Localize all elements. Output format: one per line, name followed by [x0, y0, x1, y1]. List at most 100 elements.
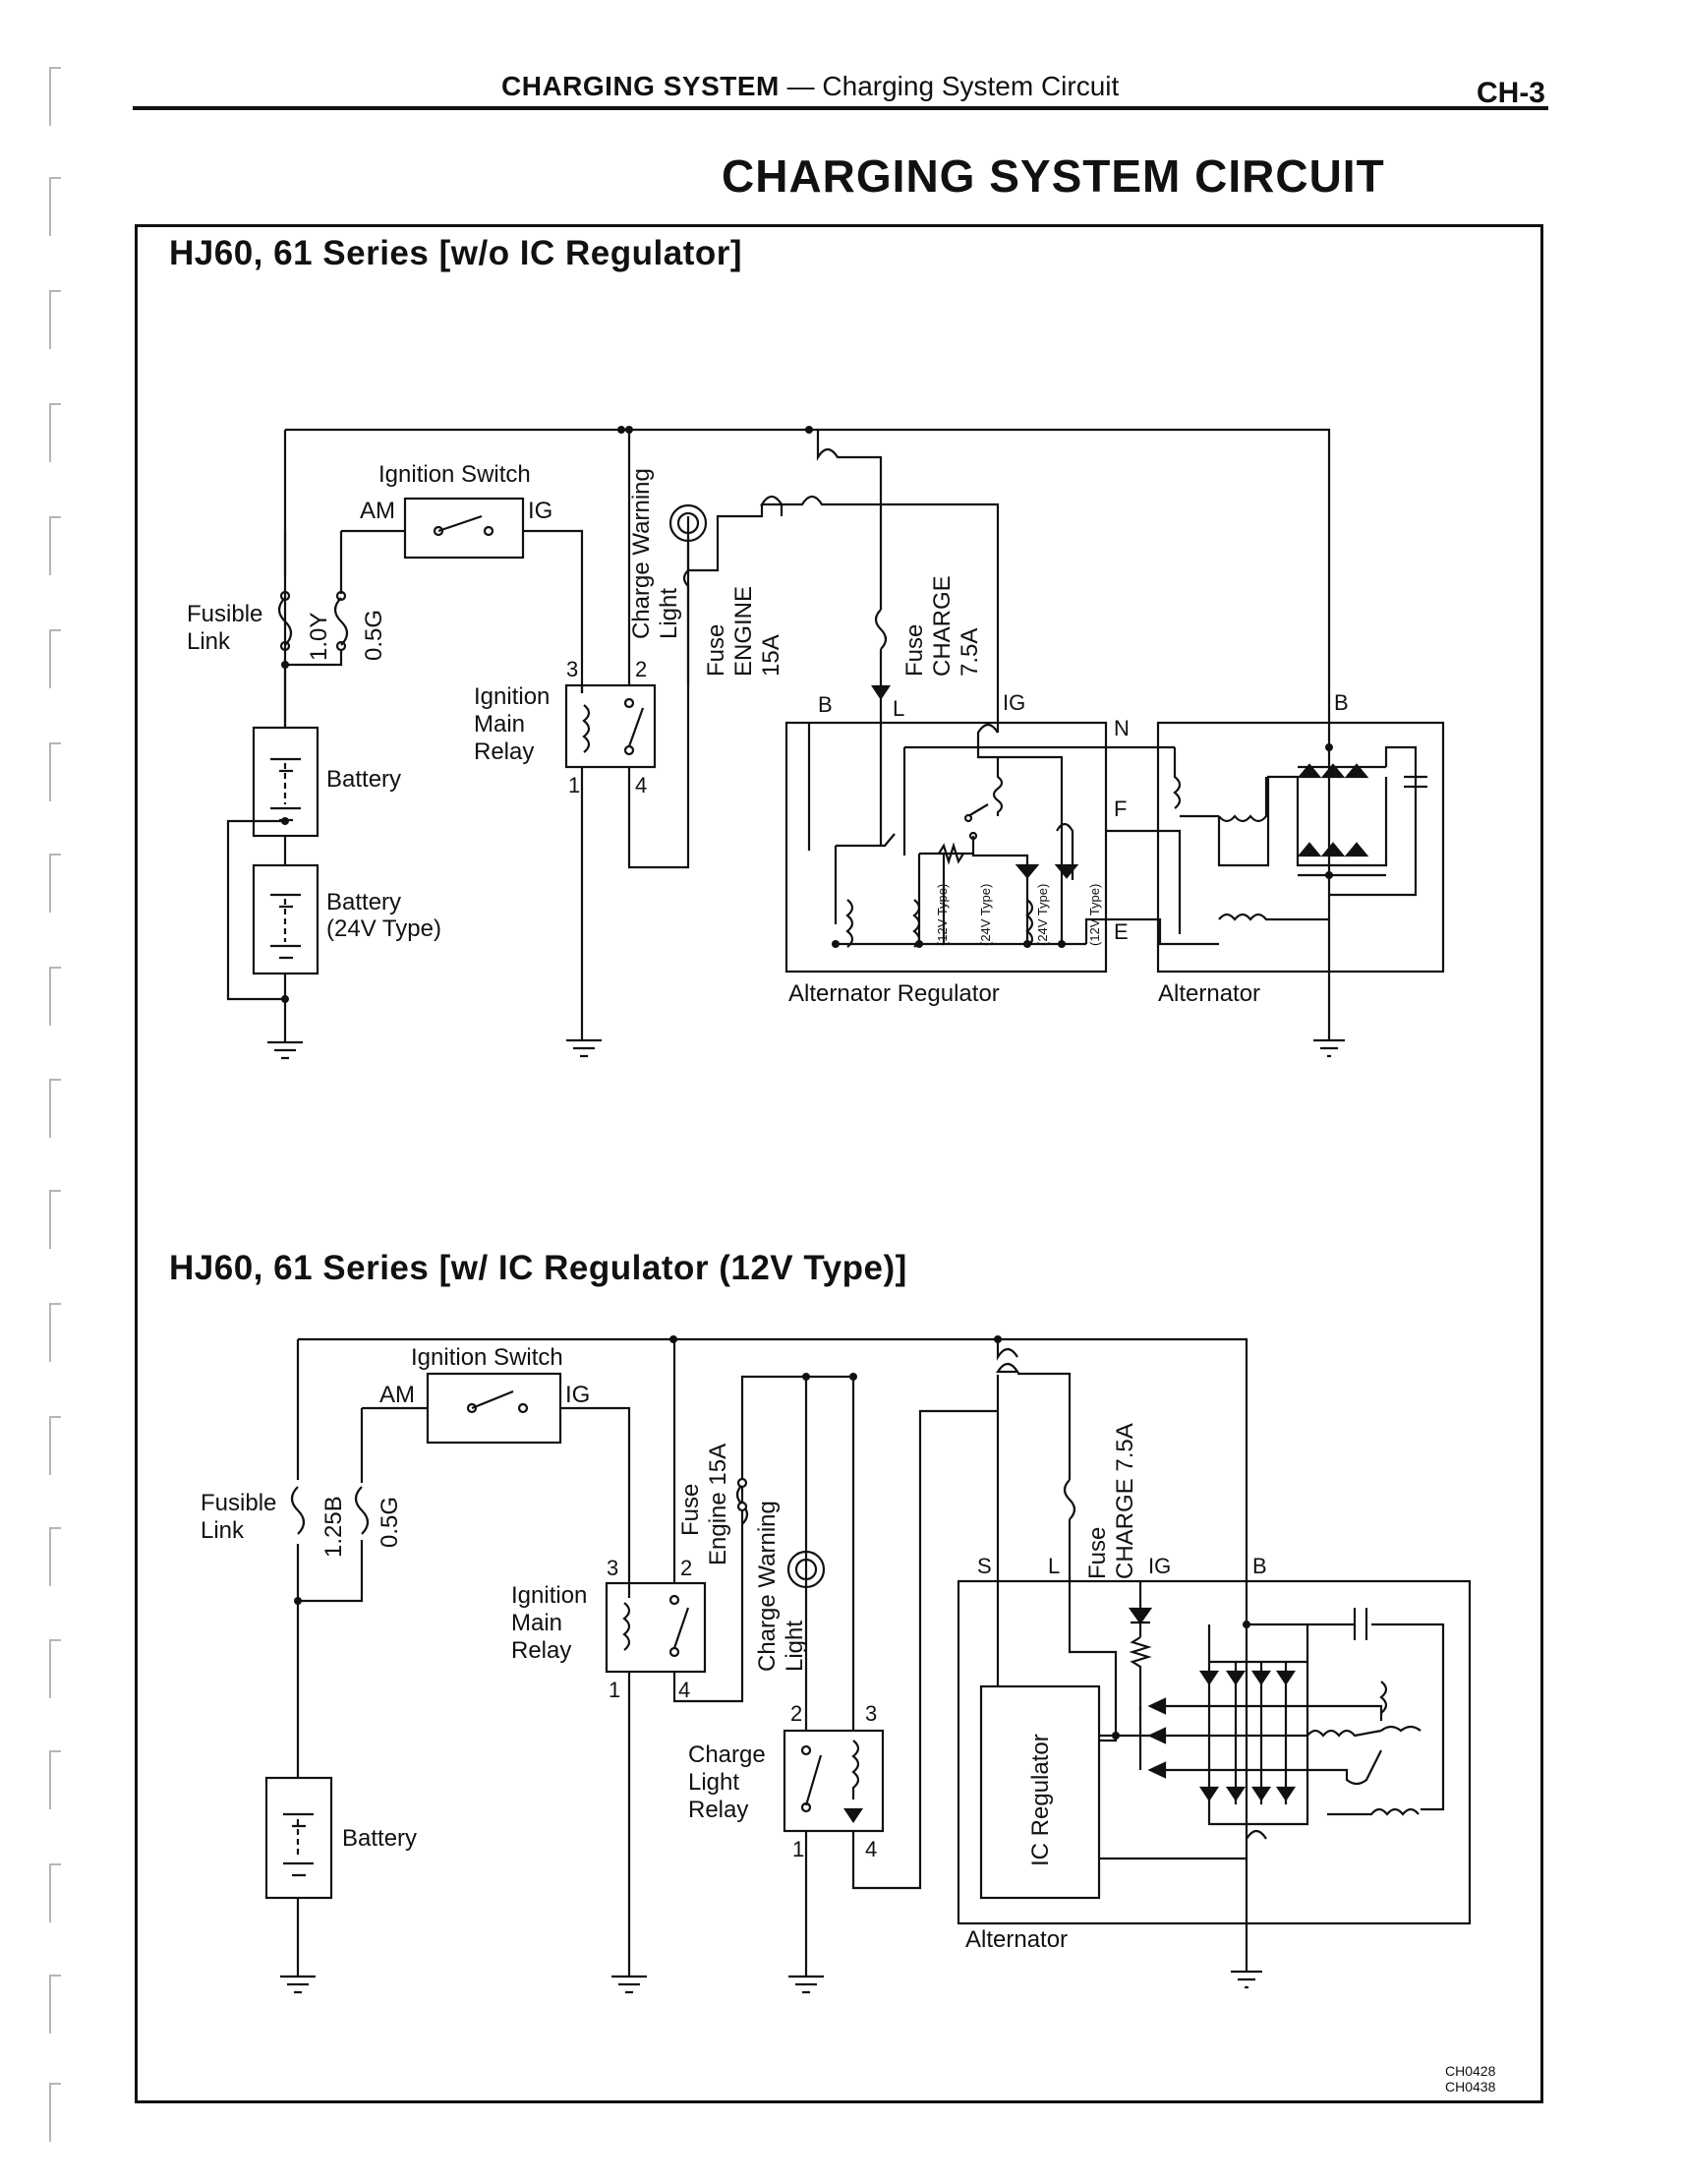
d2-fl-05g: 0.5G	[377, 1497, 403, 1548]
d1-fusible-link-2	[333, 597, 349, 646]
d2-battery	[264, 1776, 333, 1900]
d2-fusible-link-2	[354, 1486, 370, 1535]
header-subsection: Charging System Circuit	[822, 71, 1120, 101]
d1-cwl-label-2: Light	[656, 588, 682, 639]
d1-am-label: AM	[360, 498, 395, 524]
d2-clr-pin-3: 3	[865, 1701, 877, 1726]
d2-term-l: L	[1048, 1554, 1060, 1578]
figure-code: CH0428	[1445, 2063, 1496, 2079]
d2-top-bus	[298, 1337, 1248, 1581]
running-header: CHARGING SYSTEM — Charging System Circui…	[501, 71, 1119, 102]
d2-charge-light-relay	[783, 1729, 885, 1833]
d1-fl-05g: 0.5G	[361, 610, 387, 661]
d1-battery-label: Battery	[326, 766, 401, 793]
d1-fusible-link-1	[277, 597, 293, 646]
diagram1-title: HJ60, 61 Series [w/o IC Regulator]	[169, 234, 743, 272]
binder-mark	[49, 1750, 61, 1809]
d2-relay-label-1: Ignition	[511, 1582, 587, 1609]
page-title: CHARGING SYSTEM CIRCUIT	[722, 150, 1385, 202]
d2-clr-pin-4: 4	[865, 1837, 877, 1861]
d1-pin-4: 4	[635, 773, 647, 797]
d2-alternator	[957, 1579, 1472, 1925]
binder-mark	[49, 1975, 61, 2034]
header-rule	[133, 106, 1548, 110]
d2-cwl-label-2: Light	[782, 1621, 808, 1672]
binder-mark	[49, 1527, 61, 1586]
d2-fusible-label-2: Link	[201, 1517, 245, 1544]
d2-clr-label-3: Relay	[688, 1797, 748, 1823]
d2-ic-regulator	[979, 1684, 1101, 1900]
d1-term-b-reg: B	[818, 692, 833, 717]
d1-ignition-switch-label: Ignition Switch	[378, 461, 531, 488]
d2-clr-pin-1: 1	[792, 1837, 804, 1861]
d2-ignition-switch	[426, 1372, 562, 1445]
d2-ic-regulator-label: IC Regulator	[1027, 1734, 1054, 1866]
d2-clr-label-1: Charge	[688, 1741, 766, 1768]
d1-ignition-switch	[403, 497, 525, 560]
d1-24v-type-b: (24V Type)	[1035, 884, 1050, 946]
d1-fusible-label-2: Link	[187, 628, 231, 655]
binder-mark	[49, 967, 61, 1026]
d2-fl-125b: 1.25B	[320, 1496, 347, 1558]
binder-mark	[49, 67, 61, 126]
d1-ground-alternator	[1313, 964, 1345, 1058]
d2-pin-2: 2	[680, 1556, 692, 1580]
d1-term-e: E	[1114, 919, 1129, 944]
d2-relay-label-3: Relay	[511, 1637, 571, 1664]
d2-clr-pin-2: 2	[790, 1701, 802, 1726]
d2-term-s: S	[977, 1554, 992, 1578]
d2-clr-label-2: Light	[688, 1769, 739, 1796]
d2-fuse-charge-2: CHARGE 7.5A	[1112, 1423, 1138, 1579]
binder-mark	[49, 629, 61, 688]
d1-relay-label-3: Relay	[474, 738, 534, 765]
binder-mark	[49, 177, 61, 236]
binder-mark	[49, 2083, 61, 2142]
binder-mark	[49, 1190, 61, 1249]
d2-am-label: AM	[379, 1382, 415, 1408]
d1-12v-type-b: (12V Type)	[1087, 884, 1102, 946]
d1-ground-relay	[566, 1038, 602, 1058]
d1-term-l: L	[893, 696, 904, 721]
d2-ig-label: IG	[565, 1382, 590, 1408]
d1-fuse-charge-3: 7.5A	[957, 628, 983, 677]
d2-ground-relay	[611, 1672, 647, 1994]
header-section: CHARGING SYSTEM	[501, 71, 780, 101]
d1-term-ig: IG	[1003, 690, 1025, 715]
binder-mark	[49, 1416, 61, 1475]
d1-12v-type-a: (12V Type)	[935, 884, 950, 946]
d2-fuse-engine-2: Engine 15A	[705, 1444, 731, 1565]
d2-ground-clr	[788, 1831, 824, 1994]
diagram2-circuit	[264, 1335, 1472, 1994]
d1-fusible-label-1: Fusible	[187, 601, 262, 627]
d2-ignition-main-relay	[605, 1581, 707, 1674]
binder-mark	[49, 290, 61, 349]
d1-alternator-regulator	[784, 721, 1108, 974]
d2-term-ig: IG	[1148, 1554, 1171, 1578]
d1-fuse-charge-2: CHARGE	[929, 575, 956, 677]
d1-pin-2: 2	[635, 657, 647, 681]
d1-ignition-main-relay	[564, 683, 657, 769]
d2-ground-alternator	[1231, 1868, 1262, 1989]
d1-relay-label-1: Ignition	[474, 683, 550, 710]
d1-fuse-engine-1: Fuse	[703, 624, 729, 677]
binder-mark	[49, 1639, 61, 1698]
d2-relay-label-2: Main	[511, 1610, 562, 1636]
d2-ignition-switch-label: Ignition Switch	[411, 1344, 563, 1371]
binder-mark	[49, 403, 61, 462]
diagram1-circuit	[226, 426, 1445, 1060]
d1-pin-1: 1	[568, 773, 580, 797]
d1-ground-battery	[267, 1040, 303, 1060]
d1-alternator-label: Alternator	[1158, 980, 1260, 1007]
binder-mark	[49, 742, 61, 801]
header-dash: —	[786, 71, 815, 101]
d1-pin-3: 3	[566, 657, 578, 681]
d1-term-n: N	[1114, 716, 1130, 740]
figure-codes: CH0428 CH0438	[1445, 2063, 1495, 2095]
d2-battery-label: Battery	[342, 1825, 417, 1852]
d2-fuse-charge-1: Fuse	[1084, 1527, 1111, 1579]
d1-term-f: F	[1114, 797, 1127, 821]
d1-regulator-label: Alternator Regulator	[788, 980, 1000, 1007]
d1-cwl-label-1: Charge Warning	[628, 468, 655, 639]
page-code: CH-3	[1476, 77, 1545, 109]
